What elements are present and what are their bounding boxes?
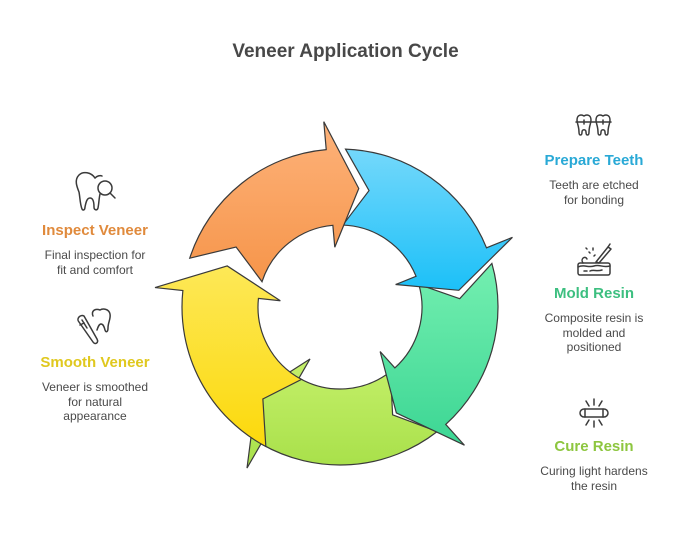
step-description: Teeth are etched for bonding xyxy=(549,178,639,207)
diagram-title: Veneer Application Cycle xyxy=(232,41,459,62)
step-smooth-veneer: Smooth Veneer Veneer is smoothed for nat… xyxy=(20,306,170,424)
resin-mold-icon xyxy=(577,243,612,276)
step-label: Smooth Veneer xyxy=(40,354,150,371)
step-description: Final inspection for fit and comfort xyxy=(44,248,146,277)
teeth-braces-icon xyxy=(575,114,612,136)
step-mold-resin: Mold Resin Composite resin is molded and… xyxy=(519,242,669,355)
step-label: Inspect Veneer xyxy=(42,222,148,239)
step-description: Curing light hardens the resin xyxy=(540,464,648,493)
cycle-arrow-prepare-teeth xyxy=(341,148,513,291)
step-label: Mold Resin xyxy=(553,285,634,302)
step-description: Composite resin is molded and positioned xyxy=(544,311,644,354)
step-inspect-veneer: Inspect Veneer Final inspection for fit … xyxy=(20,170,170,277)
tooth-brush-smoothing-icon xyxy=(77,308,111,345)
cycle-arrow-smooth-veneer xyxy=(154,265,303,448)
curing-light-icon xyxy=(579,398,609,428)
step-label: Prepare Teeth xyxy=(544,152,644,169)
step-label: Cure Resin xyxy=(554,438,634,455)
step-prepare-teeth: Prepare Teeth Teeth are etched for bondi… xyxy=(519,112,669,207)
cycle-arrow-mold-resin xyxy=(379,262,499,446)
cycle-arrow-inspect-veneer xyxy=(188,121,360,283)
step-cure-resin: Cure Resin Curing light hardens the resi… xyxy=(519,396,669,493)
step-description: Veneer is smoothed for natural appearanc… xyxy=(41,380,149,423)
tooth-magnifier-icon xyxy=(75,171,116,211)
